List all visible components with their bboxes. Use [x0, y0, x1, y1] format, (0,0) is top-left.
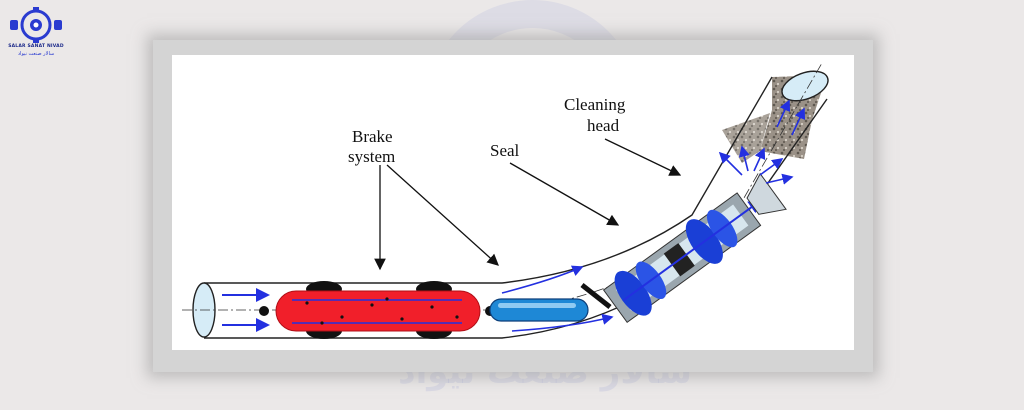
- seal-leader: [509, 162, 620, 226]
- label-seal: Seal: [490, 141, 520, 160]
- brake-system-body: [259, 281, 495, 339]
- label-cleaning: Cleaning: [564, 95, 626, 114]
- spray-arrows: [718, 99, 806, 185]
- brake-leader-2: [386, 164, 499, 266]
- diagram-panel: Brake system Seal Cleaning head: [172, 55, 854, 350]
- cleaning-head-leader: [604, 138, 682, 176]
- logo-title: SALAR SANAT NIVAD: [8, 44, 64, 49]
- leader-arrows: [374, 138, 682, 271]
- seal-cleaning-assembly: [602, 172, 787, 324]
- label-system: system: [348, 147, 396, 166]
- logo-subtitle: سالار صنعت نیواد: [17, 51, 55, 57]
- brand-logo: SALAR SANAT NIVAD سالار صنعت نیواد: [6, 5, 66, 60]
- pipe-centerline: [182, 62, 823, 311]
- pipe-cleaning-diagram: [182, 62, 829, 339]
- inlet-flow-arrows: [222, 288, 270, 332]
- connecting-shaft: [489, 283, 612, 322]
- bypass-flow-lines: [501, 265, 614, 332]
- gear-wheel-logo-icon: [10, 7, 62, 43]
- label-brake: Brake: [352, 127, 393, 146]
- pipe-outlet-end: [781, 70, 829, 102]
- label-head: head: [587, 116, 620, 135]
